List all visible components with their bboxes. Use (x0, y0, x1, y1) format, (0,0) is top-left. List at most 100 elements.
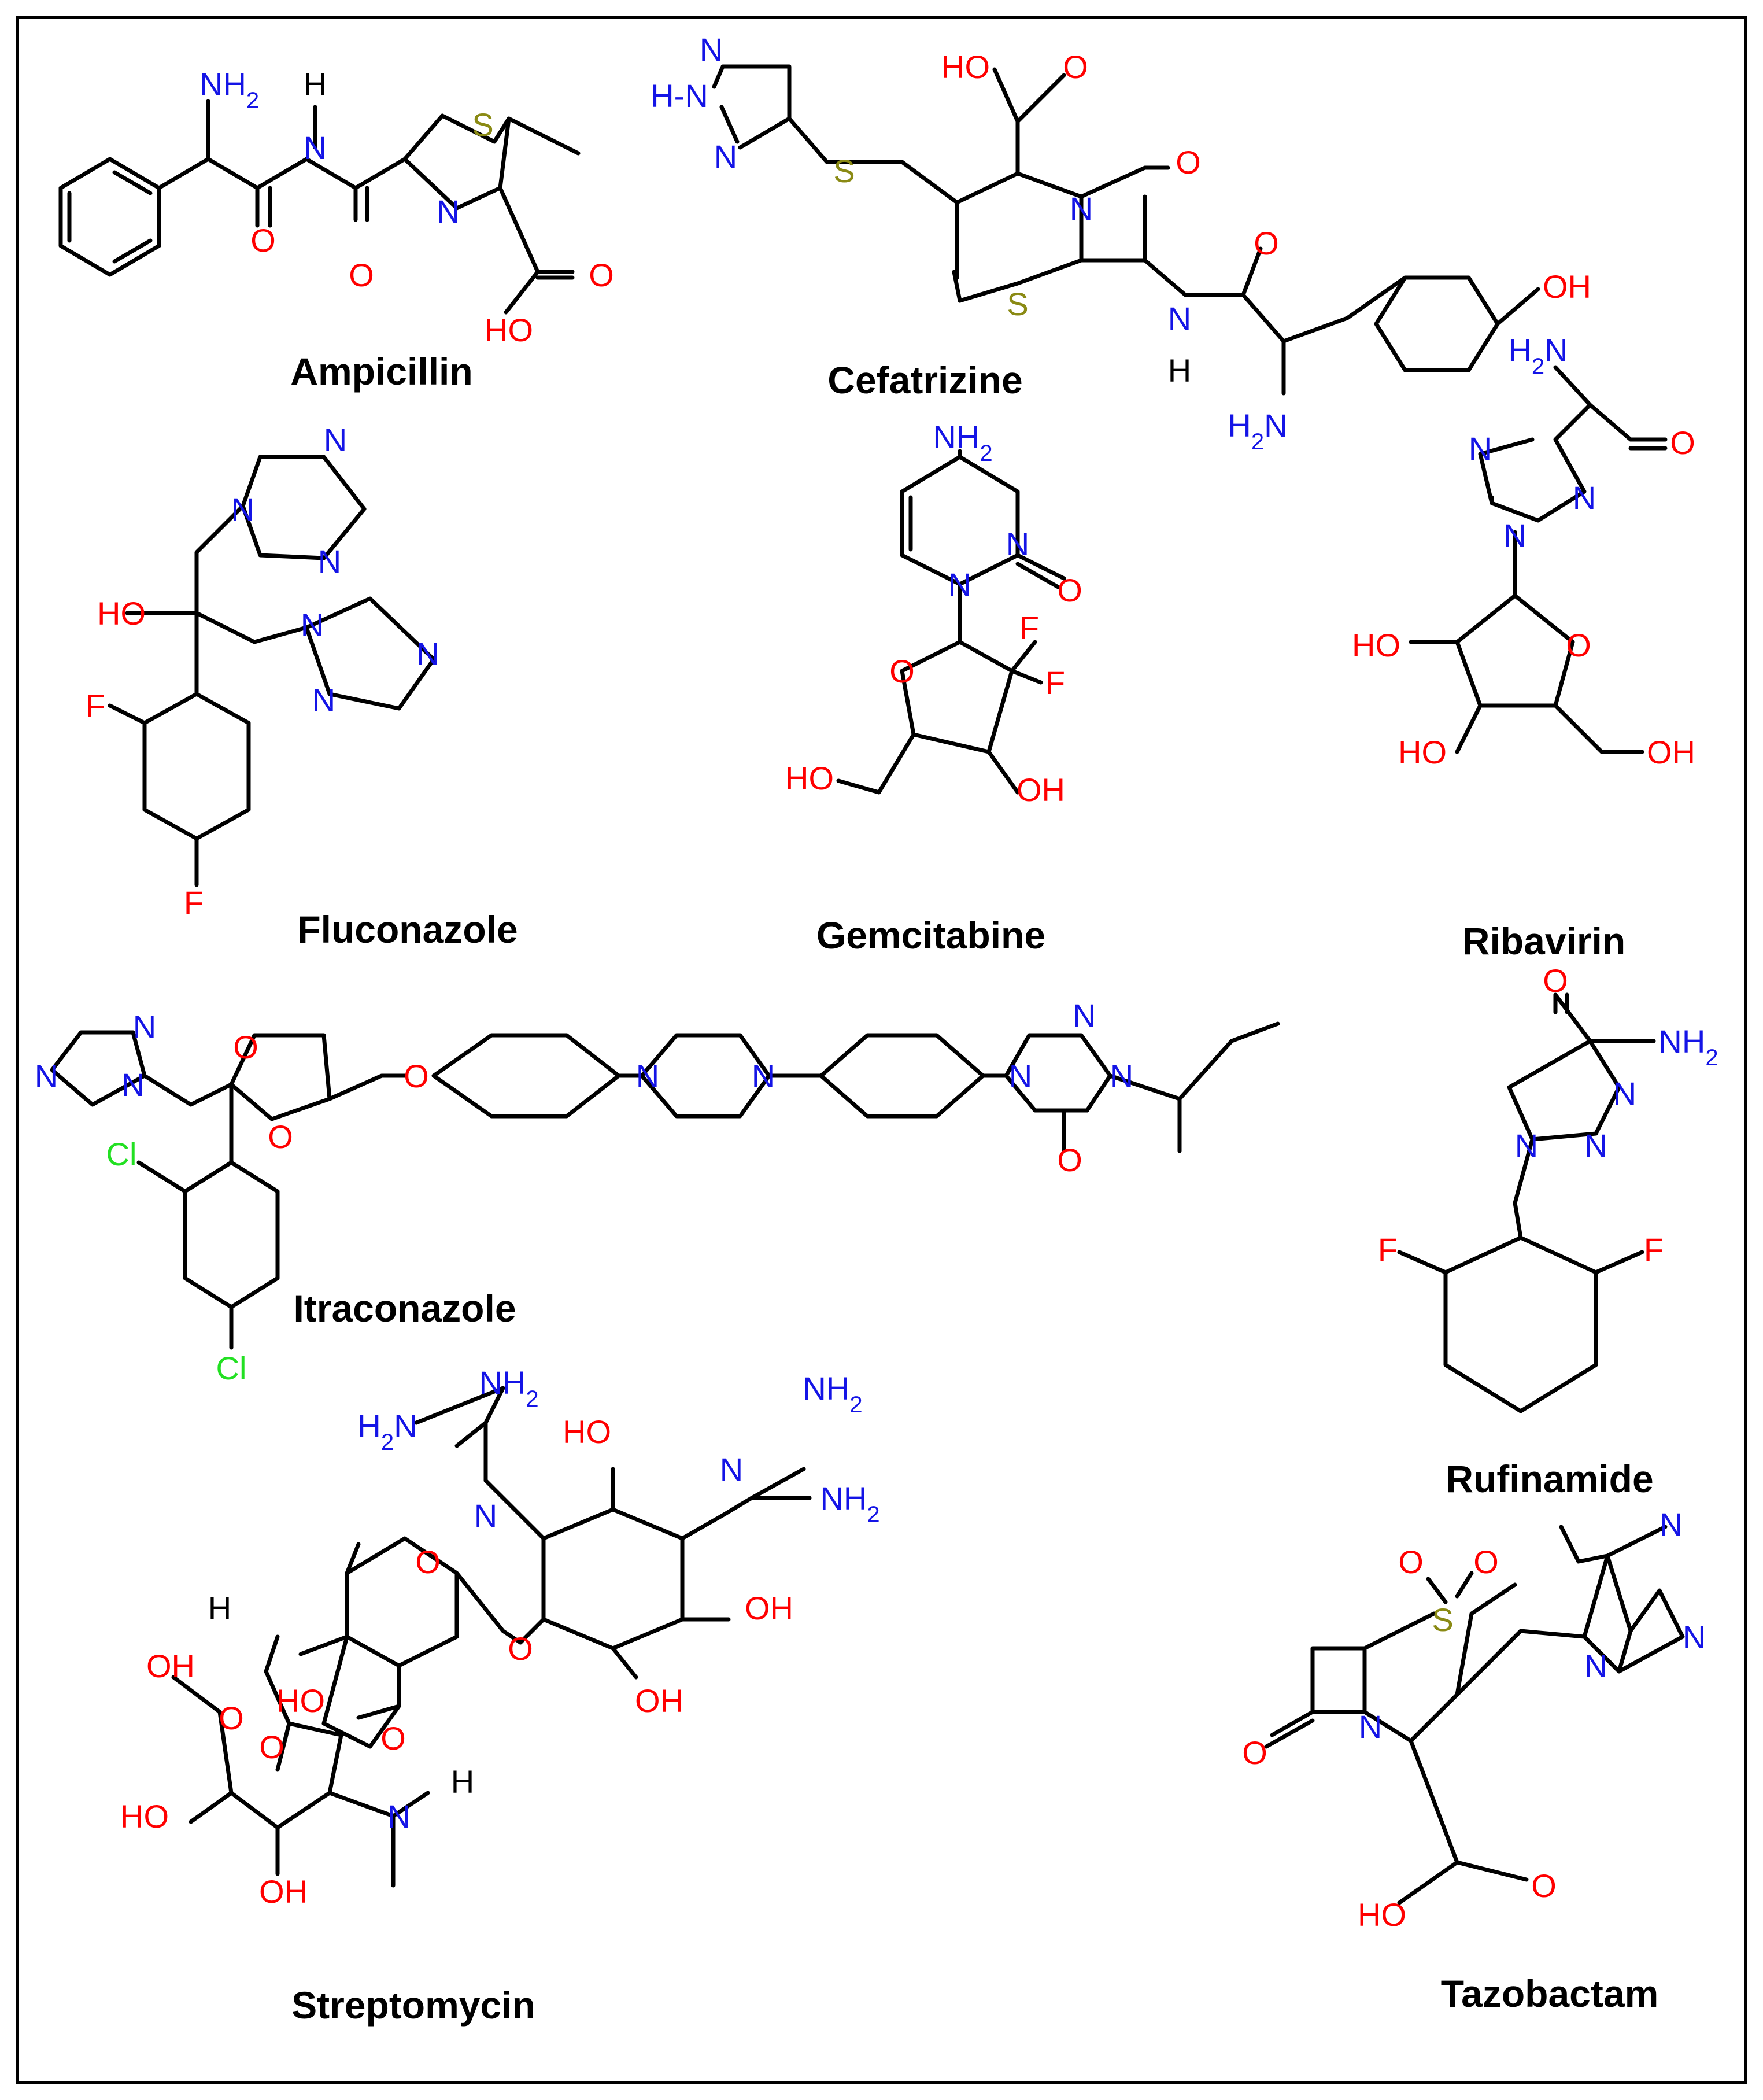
molecule-cefatrizine: N H-N N S HO O N O S O N H OH H2N Cefatr… (651, 31, 1591, 455)
atom-ho: HO (563, 1413, 611, 1450)
atom-o: O (415, 1544, 441, 1580)
atom-n: N (324, 422, 347, 458)
atom-n: N (231, 491, 254, 527)
atom-f: F (1045, 665, 1065, 701)
caption-ribavirin: Ribavirin (1462, 920, 1625, 962)
atom-o: O (589, 257, 614, 293)
atom-n: N (1613, 1075, 1636, 1112)
atom-oh: OH (259, 1873, 308, 1910)
atom-oh: OH (146, 1648, 195, 1684)
atom-n: N (437, 193, 460, 230)
atom-f: F (184, 884, 204, 921)
atom-oh: OH (745, 1590, 793, 1626)
atom-n: N (714, 138, 737, 175)
atom-o: O (1254, 225, 1279, 261)
atom-o: O (219, 1700, 244, 1736)
atom-nh2: NH2 (1658, 1023, 1718, 1071)
atom-n: N (121, 1066, 145, 1103)
atom-oh: OH (635, 1682, 683, 1719)
molecule-itraconazole: N N N O O O N N N N N O Cl Cl Itraconazo… (35, 997, 1280, 1386)
caption-fluconazole: Fluconazole (297, 908, 518, 951)
atom-f: F (86, 688, 105, 724)
caption-ampicillin: Ampicillin (290, 350, 472, 393)
atom-n: N (1683, 1619, 1706, 1655)
atom-n: N (387, 1798, 411, 1835)
molecule-fluconazole: N N N HO N N N F F Fluconazole (86, 422, 518, 951)
atom-o: O (1670, 425, 1695, 461)
atom-n: N (752, 1058, 775, 1094)
molecule-streptomycin: NH2 H2N N HO N NH2 NH2 H O O OH OH O HO … (120, 1364, 880, 2027)
atom-n: N (304, 130, 327, 166)
atom-n: N (1659, 1506, 1683, 1542)
caption-streptomycin: Streptomycin (291, 1984, 535, 2027)
atom-o: O (1531, 1868, 1557, 1904)
atom-n: N (720, 1451, 743, 1488)
atom-h: H (208, 1590, 231, 1626)
caption-itraconazole: Itraconazole (293, 1287, 516, 1330)
atom-n: N (474, 1497, 497, 1534)
atom-nh2: NH2 (820, 1480, 879, 1527)
atom-cl: Cl (216, 1350, 247, 1386)
atom-s: S (833, 153, 855, 189)
atom-f: F (1019, 610, 1039, 646)
atom-o: O (259, 1729, 284, 1765)
molecule-ampicillin: NH2 H N S N O O O HO Ampicillin (58, 66, 614, 393)
atom-s: S (472, 106, 493, 143)
atom-oh: OH (1647, 734, 1695, 770)
atom-o: O (1176, 144, 1201, 180)
atom-o: O (1543, 962, 1568, 999)
atom-ho: HO (785, 760, 834, 796)
atom-o: O (1057, 572, 1082, 608)
atom-o: O (349, 257, 374, 293)
atom-s: S (1007, 286, 1028, 322)
atom-oh: OH (1543, 268, 1591, 305)
atom-n: N (416, 636, 439, 672)
atom-nh2: NH2 (803, 1370, 862, 1418)
atom-cl: Cl (106, 1136, 137, 1172)
atom-oh: OH (1017, 772, 1065, 808)
atom-n: N (1359, 1708, 1382, 1745)
atom-o: O (1242, 1734, 1267, 1771)
atom-ho: HO (1352, 627, 1400, 663)
atom-ho: HO (1358, 1896, 1406, 1933)
molecule-rufinamide: O NH2 N N N F F Rufinamide (1378, 962, 1718, 1500)
atom-n: N (1070, 190, 1093, 227)
atom-f: F (1644, 1231, 1664, 1268)
atom-n: N (1584, 1127, 1607, 1164)
atom-n: N (1110, 1058, 1133, 1094)
atom-n: N (1009, 1058, 1032, 1094)
atom-o: O (1057, 1142, 1082, 1178)
atom-o: O (380, 1720, 406, 1756)
atom-h2n: H2N (357, 1408, 417, 1455)
atom-n: N (948, 566, 971, 603)
atom-o: O (1063, 49, 1088, 85)
atom-ho: HO (485, 312, 533, 348)
atom-h: H (1168, 352, 1191, 389)
caption-rufinamide: Rufinamide (1446, 1457, 1653, 1500)
atom-o: O (268, 1119, 293, 1155)
atom-o: O (1398, 1544, 1424, 1580)
atom-n: N (1469, 430, 1492, 467)
atom-n: N (1503, 517, 1527, 553)
atom-o: O (1473, 1544, 1499, 1580)
molecule-gemcitabine: NH2 N O N F F O HO OH Gemcitabine (785, 419, 1082, 957)
atom-n: N (312, 682, 335, 718)
atom-n: N (1515, 1127, 1538, 1164)
atom-o: O (250, 222, 276, 259)
molecule-ribavirin: H2N O N N N HO O HO OH Ribavirin (1352, 332, 1695, 962)
atom-s: S (1432, 1601, 1453, 1638)
atom-o: O (233, 1029, 258, 1065)
atom-ho: HO (120, 1798, 169, 1835)
atom-o: O (889, 653, 915, 689)
atom-o: O (404, 1058, 429, 1094)
atom-n: N (636, 1058, 659, 1094)
atom-n: N (1073, 997, 1096, 1034)
caption-cefatrizine: Cefatrizine (827, 359, 1022, 401)
atom-h: H (451, 1763, 474, 1800)
figure-border (16, 16, 1747, 2084)
atom-n: N (1584, 1648, 1607, 1684)
atom-n: N (35, 1058, 58, 1094)
molecule-tazobactam: N N N O O S N O O HO Tazobactam (1242, 1506, 1706, 2015)
